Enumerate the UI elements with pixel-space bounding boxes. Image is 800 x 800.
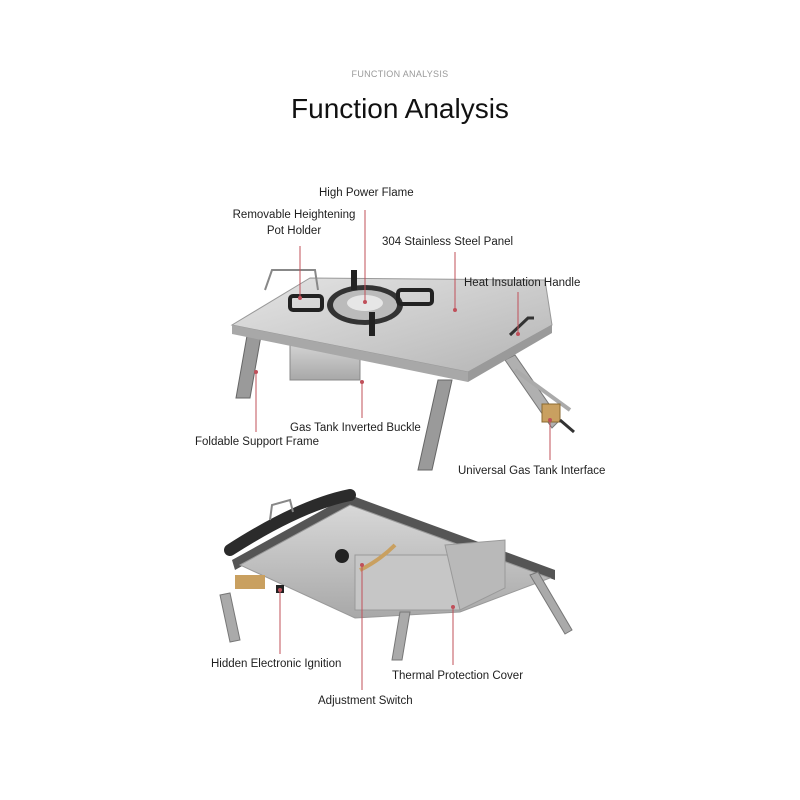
- label-foldable-support-frame: Foldable Support Frame: [195, 436, 320, 448]
- label-gas-tank-interface: Universal Gas Tank Interface: [458, 465, 606, 477]
- label-pot-holder-line2: Pot Holder: [266, 225, 322, 237]
- label-steel-panel: 304 Stainless Steel Panel: [382, 236, 514, 248]
- label-pot-holder-line1: Removable Heightening: [232, 209, 356, 221]
- label-hidden-ignition: Hidden Electronic Ignition: [211, 658, 342, 670]
- leader-lines: [254, 210, 552, 690]
- label-heat-insulation-handle: Heat Insulation Handle: [464, 277, 581, 289]
- label-high-power-flame: High Power Flame: [319, 187, 414, 199]
- stove-bottom-view: [219, 489, 573, 661]
- label-thermal-cover: Thermal Protection Cover: [392, 670, 524, 682]
- page-title: Function Analysis: [291, 93, 509, 124]
- label-gas-tank-buckle: Gas Tank Inverted Buckle: [290, 422, 421, 434]
- section-subtitle: FUNCTION ANALYSIS: [351, 69, 449, 79]
- label-adjustment-switch: Adjustment Switch: [318, 695, 413, 707]
- stove-top-view: [230, 269, 575, 471]
